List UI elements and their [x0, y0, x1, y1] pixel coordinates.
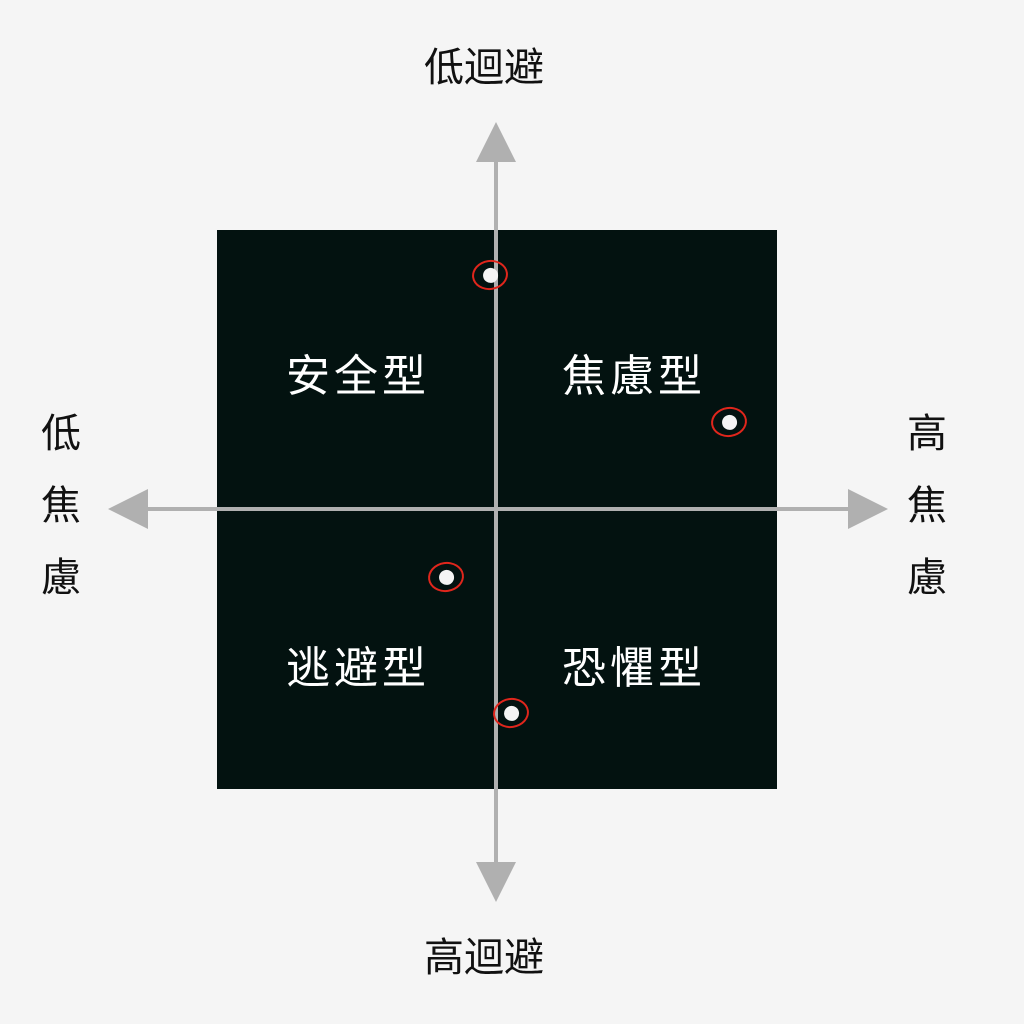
arrow-right-icon	[848, 489, 888, 529]
right-axis-char-2: 焦	[907, 483, 947, 529]
quadrant-label-anxious: 焦慮型	[562, 351, 706, 402]
quadrant-label-fearful: 恐懼型	[562, 643, 706, 694]
left-axis-char-3: 慮	[41, 555, 81, 601]
dot-icon	[502, 704, 520, 722]
right-axis-label: 高 焦 慮	[902, 398, 952, 614]
left-axis-char-2: 焦	[41, 483, 81, 529]
horizontal-axis	[140, 507, 860, 511]
right-axis-char-3: 慮	[907, 555, 947, 601]
right-axis-char-1: 高	[907, 411, 947, 457]
bottom-axis-label: 高迴避	[424, 935, 544, 981]
arrow-down-icon	[476, 862, 516, 902]
arrow-up-icon	[476, 122, 516, 162]
quadrant-label-avoidant: 逃避型	[286, 643, 430, 694]
left-axis-char-1: 低	[41, 411, 81, 457]
quadrant-label-secure: 安全型	[286, 351, 430, 402]
top-axis-label: 低迴避	[424, 45, 544, 91]
dot-icon	[720, 413, 738, 431]
dot-icon	[481, 266, 499, 284]
dot-icon	[437, 568, 455, 586]
left-axis-label: 低 焦 慮	[36, 398, 86, 614]
arrow-left-icon	[108, 489, 148, 529]
